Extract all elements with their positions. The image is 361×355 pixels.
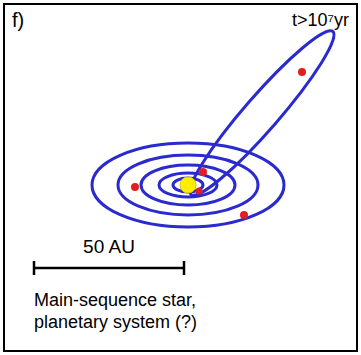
orbits	[92, 20, 346, 227]
scale-line	[34, 267, 184, 270]
orbit	[92, 143, 284, 227]
planet	[199, 168, 207, 176]
comet-orbit	[178, 20, 345, 205]
scale-tick	[183, 261, 186, 275]
panel-letter: f)	[12, 8, 24, 32]
planets	[131, 68, 306, 219]
time-label: t>10⁷yr	[292, 10, 349, 32]
planet	[131, 183, 139, 191]
star	[180, 177, 196, 193]
caption: Main-sequence star, planetary system (?)	[34, 290, 264, 333]
orbit	[118, 155, 258, 215]
comet	[298, 68, 306, 76]
orbit	[159, 173, 217, 197]
planet	[196, 188, 203, 195]
panel-frame	[4, 4, 357, 351]
orbit	[141, 165, 235, 205]
scale-bar	[34, 261, 184, 275]
scale-label: 50 AU	[83, 236, 135, 259]
planet	[240, 211, 248, 219]
scale-tick	[33, 261, 36, 275]
